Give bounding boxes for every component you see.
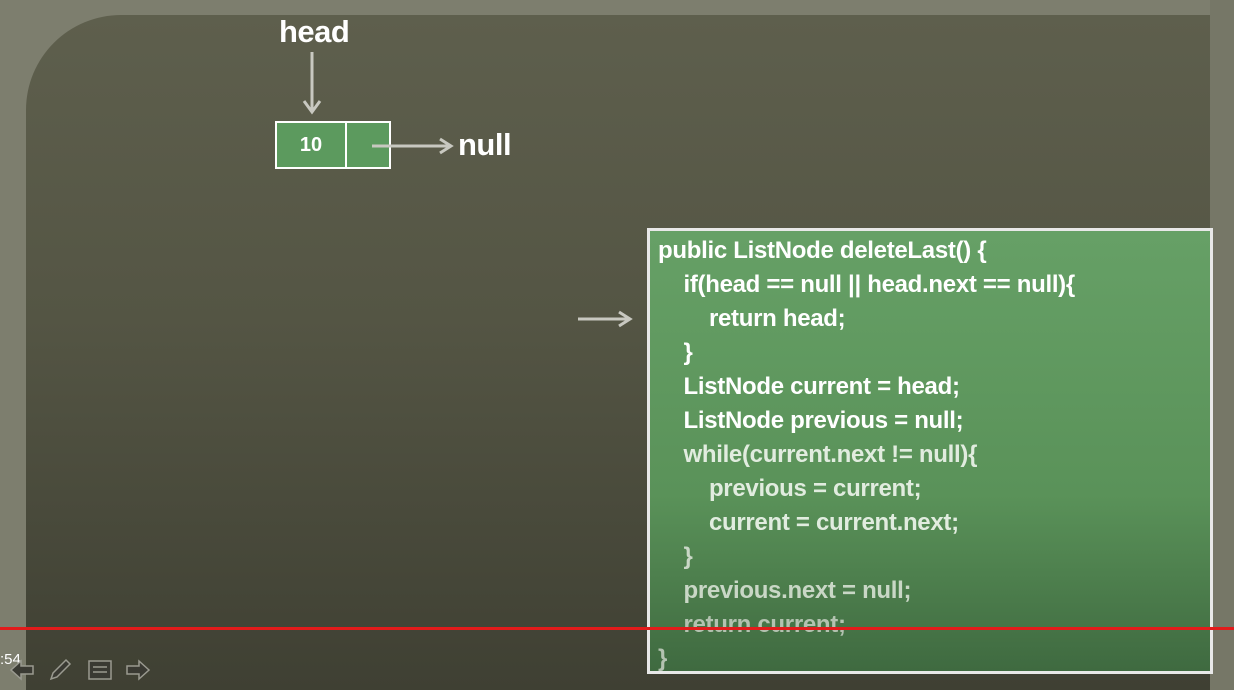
forward-arrow-icon[interactable]: [124, 656, 152, 684]
code-line: public ListNode deleteLast() {: [658, 237, 987, 264]
video-progress-bar[interactable]: [0, 627, 1234, 630]
code-line: }: [658, 339, 693, 366]
code-line: ListNode previous = null;: [658, 407, 964, 434]
code-line: current = current.next;: [658, 509, 959, 536]
code-block: public ListNode deleteLast() { if(head =…: [647, 228, 1213, 674]
timestamp: :54: [0, 651, 21, 668]
null-label: null: [458, 127, 512, 162]
frame-border: [1210, 0, 1234, 690]
back-arrow-icon[interactable]: [8, 656, 36, 684]
code-line: return head;: [658, 305, 846, 332]
head-arrow-icon: [302, 52, 322, 115]
code-line: previous.next = null;: [658, 577, 912, 604]
node-value: 10: [277, 123, 347, 167]
next-arrow-icon: [372, 137, 454, 155]
pen-icon[interactable]: [46, 656, 74, 684]
code-line: }: [658, 543, 693, 570]
code-pointer-arrow-icon: [578, 310, 633, 328]
code-line: }: [658, 645, 668, 672]
notes-icon[interactable]: [86, 656, 114, 684]
head-label: head: [279, 14, 350, 49]
code-line: previous = current;: [658, 475, 922, 502]
code-line: return current;: [658, 611, 846, 638]
code-line: if(head == null || head.next == null){: [658, 271, 1075, 298]
code-line: ListNode current = head;: [658, 373, 960, 400]
code-line: while(current.next != null){: [658, 441, 978, 468]
